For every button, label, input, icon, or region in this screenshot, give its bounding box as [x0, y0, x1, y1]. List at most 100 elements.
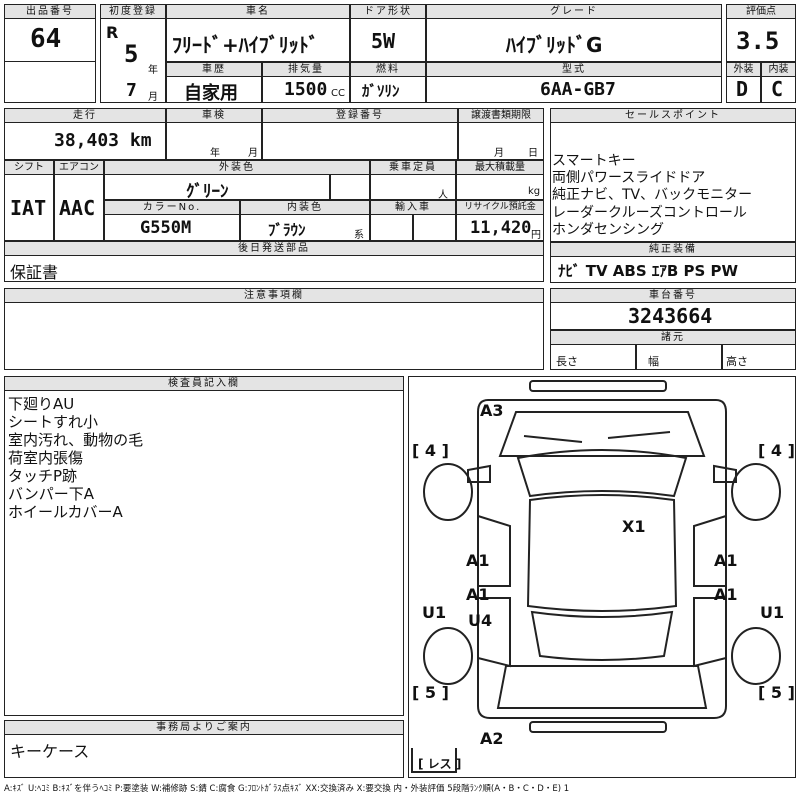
- tyre-fl-mark: [ 4 ]: [412, 441, 449, 460]
- history-value: 自家用: [184, 83, 238, 104]
- dim-length-label: 長さ: [556, 355, 578, 368]
- later-value: 保証書: [10, 263, 59, 282]
- sales-point: 純正ナビ、TV、バックモニター: [552, 187, 753, 203]
- mileage-label: 走行: [4, 108, 166, 123]
- import-cell-b: [413, 214, 456, 241]
- capacity-label: 乗車定員: [370, 160, 456, 175]
- displacement-label: 排気量: [262, 62, 350, 77]
- dim-width-cell: [636, 344, 722, 370]
- recycle-value: 11,420: [470, 218, 532, 238]
- ext-grade: D: [736, 77, 749, 101]
- history-cell: [166, 76, 262, 103]
- plate-cell: [262, 122, 458, 160]
- tyre-rr-mark: [ 5 ]: [758, 683, 795, 702]
- car-name: ﾌﾘｰﾄﾞ+ﾊｲﾌﾞﾘｯﾄﾞ: [172, 33, 319, 57]
- mark-x1: X1: [622, 517, 645, 536]
- score-value: 3.5: [736, 27, 780, 55]
- score-label: 評価点: [726, 4, 796, 19]
- inspection-cell: [166, 122, 262, 160]
- chassis-number: 3243664: [628, 304, 713, 328]
- inspector-line: 室内汚れ、動物の毛: [8, 431, 144, 449]
- ext-cell: [726, 76, 761, 103]
- history-label: 車歴: [166, 62, 262, 77]
- dim-width-label: 幅: [648, 355, 659, 368]
- later-cell: [4, 255, 544, 282]
- interior-value: ﾌﾞﾗｳﾝ: [268, 221, 306, 239]
- ac-value: AAC: [59, 196, 96, 220]
- sales-point: 両側パワースライドドア: [552, 170, 706, 186]
- shift-value: IAT: [10, 196, 47, 220]
- shift-label: シフト: [4, 160, 54, 175]
- fuel-value: ｶﾞｿﾘﾝ: [362, 82, 400, 100]
- mark-u4: U4: [468, 611, 492, 630]
- recycle-cell: [456, 214, 544, 241]
- sales-cell: [550, 122, 796, 242]
- mileage-value: 38,403 km: [54, 130, 152, 151]
- office-label: 事務局よりご案内: [4, 720, 404, 735]
- plate-label: 登録番号: [262, 108, 458, 123]
- interior-cell: [240, 214, 370, 241]
- color-cell: [104, 174, 330, 200]
- reg-year-unit: 年: [148, 65, 158, 76]
- sales-point: ホンダセンシング: [552, 222, 664, 238]
- shift-cell: [4, 174, 54, 241]
- displacement-value: 1500: [284, 79, 328, 100]
- sales-point: レーダークルーズコントロール: [552, 205, 747, 221]
- inspector-line: 下廻りAU: [8, 395, 75, 413]
- reg-label: 初度登録: [100, 4, 166, 19]
- ac-cell: [54, 174, 104, 241]
- model-label: 型式: [426, 62, 722, 77]
- spare-tire-mark: [ レス ]: [418, 757, 461, 771]
- model-cell: [426, 76, 722, 103]
- dim-height-label: 高さ: [726, 355, 748, 368]
- reg-month-unit: 月: [148, 92, 158, 103]
- fuel-cell: [350, 76, 426, 103]
- colorno-cell: [104, 214, 240, 241]
- mark-a2: A2: [480, 729, 504, 748]
- transfer-month-unit: 月: [494, 148, 504, 159]
- transfer-day-unit: 日: [528, 148, 538, 159]
- score-cell: [726, 18, 796, 62]
- reg-month: 7: [126, 80, 137, 101]
- mark-a1-right-rear: A1: [714, 585, 738, 604]
- chassis-label: 車台番号: [550, 288, 796, 303]
- inspector-line: シートすれ小: [8, 413, 99, 431]
- transfer-label: 譲渡書類期限: [458, 108, 544, 123]
- interior-unit: 系: [354, 230, 364, 241]
- chassis-cell: [550, 302, 796, 330]
- later-label: 後日発送部品: [4, 241, 544, 256]
- legend-text: A:ｷｽﾞ U:ﾍｺﾐ B:ｷｽﾞを伴うﾍｺﾐ P:要塗装 W:補修跡 S:錆 …: [4, 784, 570, 794]
- sales-point: スマートキー: [552, 153, 636, 169]
- dim-length-cell: [550, 344, 636, 370]
- car-diagram: [ 4 ] [ 4 ] [ 5 ] [ 5 ] A3 X1 A1 A1 A1 A…: [411, 380, 795, 773]
- reg-cell: [100, 18, 166, 103]
- cc-unit: CC: [331, 88, 345, 99]
- notes-cell: [4, 302, 544, 370]
- mileage-cell: [4, 122, 166, 160]
- ac-label: エアコン: [54, 160, 104, 175]
- tyre-fr-mark: [ 4 ]: [758, 441, 795, 460]
- inspector-line: ホイールカバーA: [8, 503, 123, 521]
- door-cell: [350, 18, 426, 62]
- inspection-label: 車検: [166, 108, 262, 123]
- load-cell: [456, 174, 544, 200]
- office-text: キーケース: [10, 742, 90, 761]
- recycle-label: リサイクル預託金: [456, 200, 544, 215]
- color-blank: [330, 174, 370, 200]
- int-cell: [761, 76, 796, 103]
- interior-label: 内装色: [240, 200, 370, 215]
- load-unit: kg: [528, 186, 541, 197]
- grade-cell: [426, 18, 722, 62]
- load-label: 最大積載量: [456, 160, 544, 175]
- mark-u1-left: U1: [422, 603, 446, 622]
- reg-era: R: [106, 23, 119, 42]
- inspection-month-unit: 月: [248, 148, 258, 159]
- lot-label: 出品番号: [4, 4, 96, 19]
- colorno-value: G550M: [140, 218, 192, 238]
- mark-u1-right: U1: [760, 603, 784, 622]
- import-cell-a: [370, 214, 413, 241]
- office-cell: [4, 734, 404, 778]
- mark-a3: A3: [480, 401, 504, 420]
- lot-blank: [4, 61, 96, 103]
- int-label: 内装: [761, 62, 796, 77]
